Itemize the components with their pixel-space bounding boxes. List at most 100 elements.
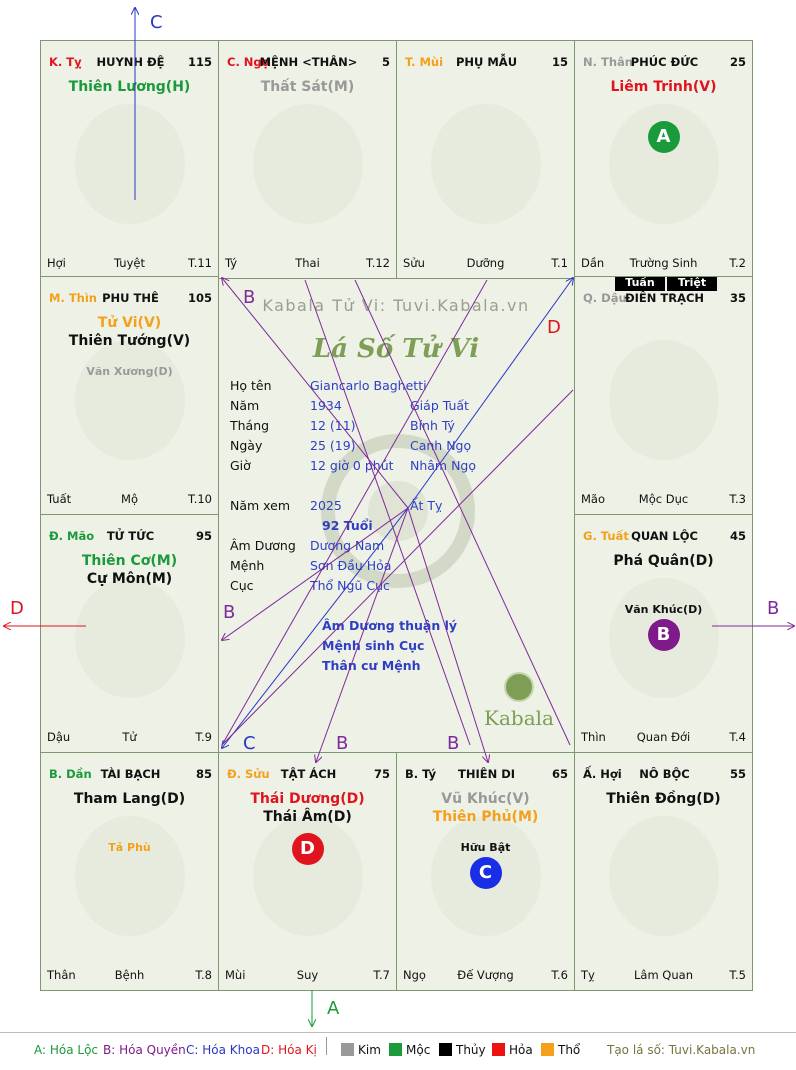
line-label-d: D <box>547 317 561 338</box>
palace-name: PHÚC ĐỨC <box>630 55 699 69</box>
legend-moc: Mộc <box>389 1043 430 1057</box>
zodiac-animal-image <box>608 340 719 461</box>
palace-score: 15 <box>551 55 568 69</box>
legend-a: A: Hóa Lộc <box>34 1043 99 1057</box>
legend-hoa: Hỏa <box>492 1043 533 1057</box>
main-star: Cự Môn(M) <box>86 571 173 587</box>
earthly-branch: Dậu <box>47 730 71 744</box>
life-stage: Tử <box>122 730 137 744</box>
palace-score: 95 <box>195 529 212 543</box>
tuan-triet-tag: Tuần <box>615 277 665 291</box>
heavenly-stem: Đ. Mão <box>49 529 95 543</box>
earthly-branch: Thìn <box>581 730 606 744</box>
main-star: Thiên Đồng(D) <box>606 791 721 807</box>
watermark: Kabala Tử Vi: Tuvi.Kabala.vn <box>262 296 530 315</box>
earthly-branch: Ngọ <box>403 968 426 982</box>
month-label: T.8 <box>195 968 212 982</box>
palace-name: QUAN LỘC <box>631 529 698 543</box>
side-label-left: D <box>10 598 24 619</box>
heavenly-stem: G. Tuất <box>583 529 629 543</box>
zodiac-animal-image <box>430 104 541 225</box>
palace-score: 105 <box>187 291 212 305</box>
palace-name: HUYNH ĐỆ <box>96 55 165 69</box>
earthly-branch: Thân <box>47 968 76 982</box>
tuan-triet-tag: Triệt <box>667 277 717 291</box>
zodiac-animal-image <box>74 340 185 461</box>
palace-score: 75 <box>373 767 390 781</box>
main-star: Tử Vi(V) <box>97 315 162 331</box>
minor-star: Hữu Bật <box>460 841 511 854</box>
earthly-branch: Tỵ <box>581 968 595 982</box>
life-stage: Quan Đới <box>636 730 691 744</box>
zodiac-animal-image <box>74 104 185 225</box>
main-star: Phá Quân(D) <box>613 553 714 569</box>
legend-tho: Thổ <box>541 1043 580 1057</box>
line-label-b-mid: B <box>336 733 349 754</box>
legend-thuy: Thủy <box>439 1043 486 1057</box>
chart-title: Lá Số Tử Vi <box>312 334 480 364</box>
earthly-branch: Dần <box>581 256 605 270</box>
earthly-branch: Sửu <box>403 256 425 270</box>
palace-name: NÔ BỘC <box>639 767 690 781</box>
center-info-panel: Kabala Tử Vi: Tuvi.Kabala.vn Lá Số Tử Vi… <box>218 276 574 752</box>
main-star: Tham Lang(D) <box>73 791 186 807</box>
palace-score: 45 <box>729 529 746 543</box>
heavenly-stem: B. Tý <box>405 767 437 781</box>
palace-name: PHU THÊ <box>102 291 159 305</box>
heavenly-stem: M. Thìn <box>49 291 97 305</box>
hoa-badge: B <box>647 619 680 651</box>
heavenly-stem: B. Dần <box>49 767 92 781</box>
kabala-logo: Kabala <box>484 672 554 730</box>
side-label-right: B <box>767 598 780 619</box>
main-star: Thiên Tướng(V) <box>68 333 191 349</box>
palace-score: 115 <box>187 55 212 69</box>
legend-divider <box>326 1037 327 1055</box>
main-star: Thiên Lương(H) <box>68 79 191 95</box>
life-stage: Suy <box>296 968 319 982</box>
tree-icon <box>504 672 534 702</box>
side-label-top: C <box>150 12 163 33</box>
legend-site: Tạo lá số: Tuvi.Kabala.vn <box>607 1043 756 1057</box>
main-star: Thái Dương(D) <box>250 791 365 807</box>
month-label: T.1 <box>551 256 568 270</box>
month-label: T.6 <box>551 968 568 982</box>
palace-name: MỆNH <THÂN> <box>259 55 358 69</box>
heavenly-stem: Q. Dậu <box>583 291 627 305</box>
hoa-badge: A <box>647 121 680 153</box>
main-star: Liêm Trinh(V) <box>610 79 717 95</box>
legend: A: Hóa Lộc B: Hóa Quyền C: Hóa Khoa D: H… <box>0 1032 796 1061</box>
palace-name: ĐIỀN TRẠCH <box>624 291 705 305</box>
legend-c: C: Hóa Khoa <box>186 1043 260 1057</box>
life-stage: Mộ <box>121 492 138 506</box>
palace-score: 65 <box>551 767 568 781</box>
life-stage: Mộc Dục <box>638 492 689 506</box>
month-label: T.3 <box>729 492 746 506</box>
main-star: Thiên Cơ(M) <box>81 553 178 569</box>
palace-phu-the[interactable]: M. Thìn PHU THÊ 105 Tử Vi(V) Thiên Tướng(V) V… <box>40 276 219 515</box>
zodiac-animal-image <box>252 104 363 225</box>
life-stage: Lâm Quan <box>634 968 693 982</box>
heavenly-stem: K. Tỵ <box>49 55 82 69</box>
month-label: T.11 <box>188 256 212 270</box>
minor-star: Văn Xương(D) <box>86 365 173 378</box>
palace-name: TÀI BẠCH <box>100 767 161 781</box>
